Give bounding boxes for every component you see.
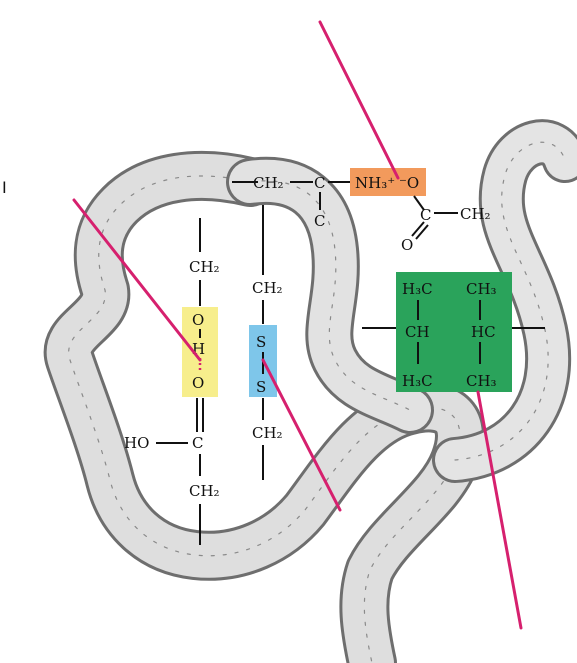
hc-right-label: HC [471, 323, 496, 341]
ch2-right-label: CH₂ [460, 205, 491, 223]
edge-label: I [2, 178, 7, 197]
c-right-label: C [420, 206, 431, 224]
salt-bridge-pointer-line [320, 22, 398, 178]
o-double-label: O [401, 236, 413, 254]
o-minus-label: ⁻O [399, 174, 419, 192]
double-bond-line [416, 225, 428, 239]
salt-bridge-group: CH₂ C C NH₃⁺ ⁻O C CH₂ O [232, 168, 491, 254]
o-top-label: O [192, 311, 204, 329]
ch2-bottom-label: CH₂ [252, 424, 283, 442]
s-bottom-label: S [256, 378, 266, 396]
c-atom-label: C [314, 174, 325, 192]
h-atom-label: H [192, 340, 205, 358]
c-atom-label: C [192, 434, 203, 452]
ho-label: HO [124, 434, 149, 452]
ch2-top-label: CH₂ [252, 279, 283, 297]
c-below-label: C [314, 212, 325, 230]
ch3-bottom-label: CH₃ [466, 372, 497, 390]
disulfide-group: CH₂ S S CH₂ [249, 205, 283, 480]
ch2-left-label: CH₂ [253, 174, 284, 192]
o-bottom-label: O [192, 374, 204, 392]
ch2-bottom-label: CH₂ [189, 482, 220, 500]
h3c-top-label: H₃C [402, 280, 433, 298]
ch2-top-label: CH₂ [189, 258, 220, 276]
ch3-top-label: CH₃ [466, 280, 497, 298]
ch-left-label: CH [405, 323, 430, 341]
h3c-bottom-label: H₃C [402, 372, 433, 390]
s-top-label: S [256, 333, 266, 351]
nh3-label: NH₃⁺ [355, 174, 395, 192]
double-bond-line [412, 222, 424, 236]
